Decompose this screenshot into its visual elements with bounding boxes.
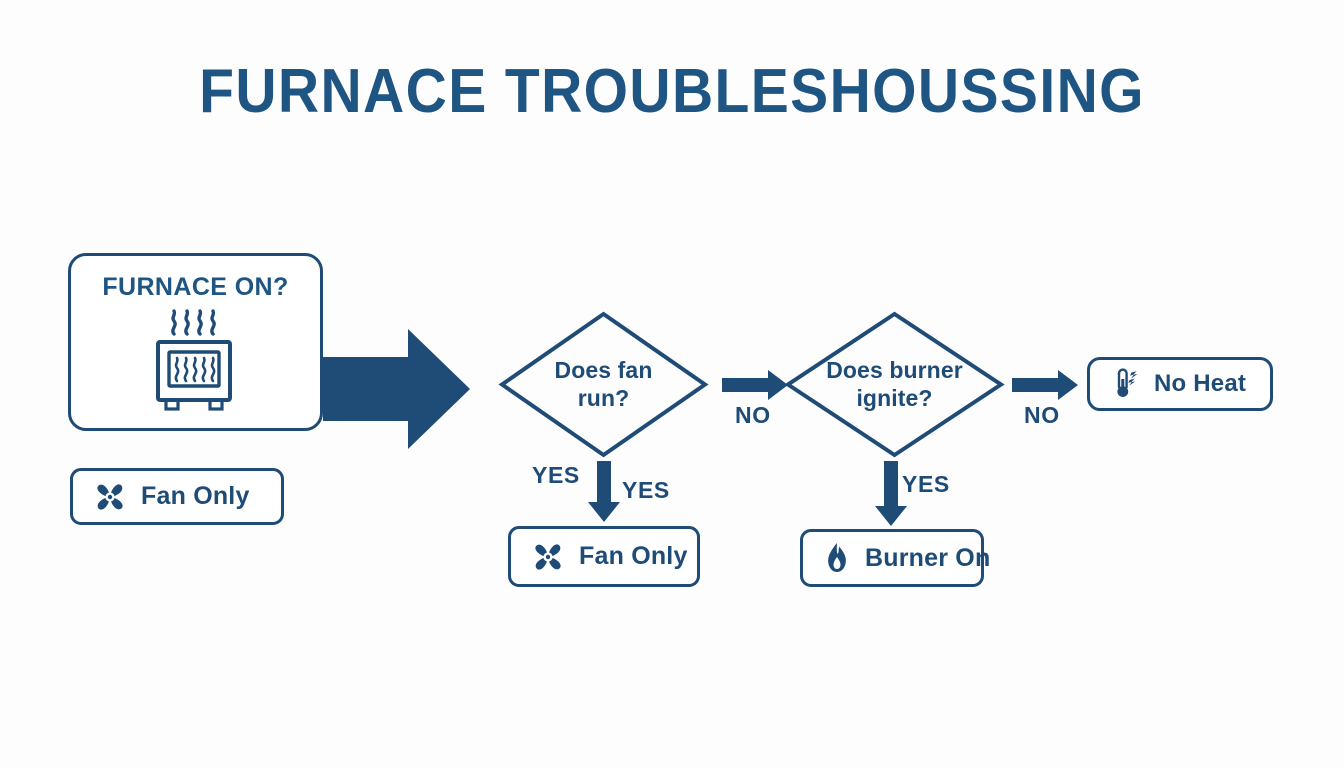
page-title: FURNACE TROUBLESHOUSSING (199, 57, 1145, 126)
arrow-start-to-fan-decision (323, 329, 470, 449)
decision-node-label: Does burner ignite? (786, 313, 1003, 456)
edge-label-yes-fan-run-b: YES (622, 477, 670, 503)
result-node-burner-on[interactable]: Burner On (800, 529, 990, 587)
arrow-fan-yes-to-fan-only (588, 461, 620, 522)
arrow-burner-no-to-no-heat (1012, 370, 1078, 400)
decision-node-does-fan-run[interactable]: Does fan run? (500, 313, 707, 456)
result-node-fan-only-mid[interactable]: Fan Only (508, 526, 700, 587)
result-node-no-heat[interactable]: No Heat (1087, 357, 1273, 411)
decision-label-line1: Does burner (826, 357, 963, 384)
result-node-label: No Heat (1154, 370, 1247, 397)
start-node-label: FURNACE ON? (102, 273, 289, 301)
edge-label-yes-fan-run-a: YES (532, 462, 580, 488)
arrow-fan-no-to-burner (722, 370, 788, 400)
decision-node-does-burner-ignite[interactable]: Does burner ignite? (786, 313, 1003, 456)
result-node-label: Fan Only (141, 482, 250, 510)
result-node-label: Burner On (865, 543, 991, 572)
result-node-fan-only-left[interactable]: Fan Only (70, 468, 284, 525)
decision-label-line1: Does fan (554, 357, 653, 384)
edge-label-yes-burner-ignite: YES (902, 471, 950, 497)
decision-label-line2: run? (577, 384, 630, 411)
fan-icon (93, 480, 127, 514)
furnace-icon (71, 308, 320, 416)
flame-icon (823, 541, 851, 575)
result-node-label: Fan Only (579, 542, 688, 570)
fan-icon (531, 540, 565, 574)
edge-label-no-burner-ignite: NO (1024, 402, 1060, 428)
start-node-furnace-on[interactable]: FURNACE ON? (68, 253, 323, 431)
decision-label-line2: ignite? (856, 384, 933, 411)
decision-node-label: Does fan run? (500, 313, 707, 456)
edge-label-no-fan-run: NO (735, 402, 771, 428)
thermometer-spark-icon (1108, 367, 1142, 401)
